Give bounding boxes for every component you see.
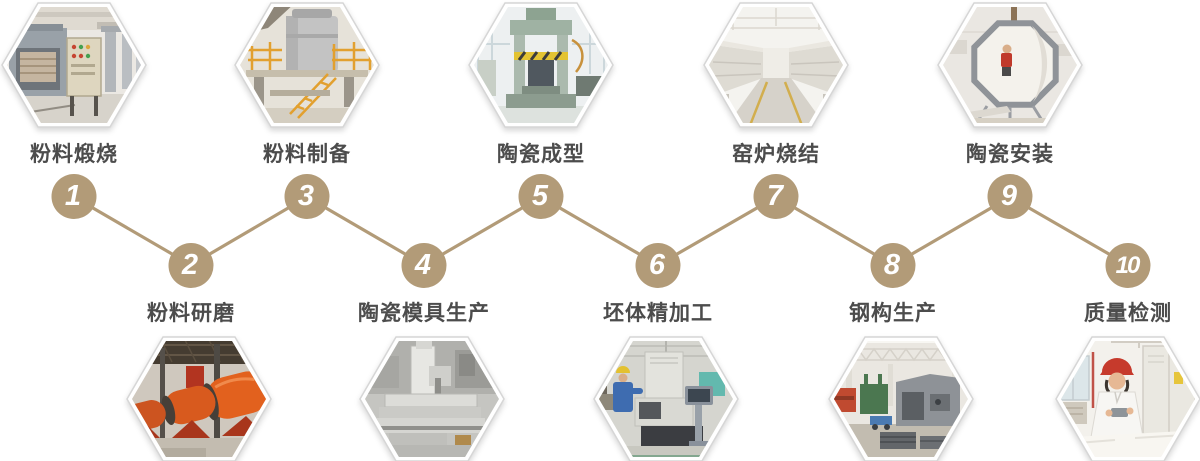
ceramic-installation-photo xyxy=(937,2,1083,128)
step-number-4: 4 xyxy=(401,243,447,288)
blank-finishing-machine-photo xyxy=(593,336,739,461)
step-number-4-text: 4 xyxy=(414,249,432,281)
step-number-5: 5 xyxy=(518,174,564,219)
step-number-8: 8 xyxy=(870,243,916,288)
step-number-2: 2 xyxy=(168,243,214,288)
step-number-9: 9 xyxy=(987,174,1033,219)
inspection-scene xyxy=(1061,341,1195,457)
step-label-1: 粉料煅烧 xyxy=(30,143,118,166)
step-label-8: 钢构生产 xyxy=(849,302,937,325)
grinding-ball-mills-photo xyxy=(126,336,272,461)
step-number-5-text: 5 xyxy=(531,180,549,212)
step-number-8-text: 8 xyxy=(883,249,901,281)
step-number-3: 3 xyxy=(284,174,330,219)
furnace-scene xyxy=(7,7,141,123)
step-label-2: 粉料研磨 xyxy=(147,302,235,325)
finishing-machine-scene xyxy=(599,341,733,457)
step-label-10: 质量检测 xyxy=(1084,302,1172,325)
step-number-9-text: 9 xyxy=(1000,180,1018,212)
step-number-1: 1 xyxy=(51,174,97,219)
kiln-hall-scene xyxy=(709,7,843,123)
step-label-9: 陶瓷安装 xyxy=(966,143,1054,166)
calcination-furnace-photo xyxy=(1,2,147,128)
step-number-2-text: 2 xyxy=(181,249,199,281)
step-label-7: 窑炉烧结 xyxy=(732,143,820,166)
step-number-7-text: 7 xyxy=(766,180,784,212)
step-label-3: 粉料制备 xyxy=(263,143,351,166)
plant-scene xyxy=(240,7,374,123)
step-number-7: 7 xyxy=(753,174,799,219)
press-scene xyxy=(474,7,608,123)
cnc-machine-scene xyxy=(365,341,499,457)
step-label-5: 陶瓷成型 xyxy=(497,143,585,166)
installation-scene xyxy=(943,7,1077,123)
ceramic-mold-cnc-photo xyxy=(359,336,505,461)
steel-structure-workshop-photo xyxy=(828,336,974,461)
ball-mills-scene xyxy=(132,341,266,457)
quality-inspection-photo xyxy=(1055,336,1200,461)
steel-workshop-scene xyxy=(834,341,968,457)
step-number-6-text: 6 xyxy=(648,249,666,281)
kiln-sintering-hall-photo xyxy=(703,2,849,128)
ceramic-forming-press-photo xyxy=(468,2,614,128)
step-label-4: 陶瓷模具生产 xyxy=(358,302,490,325)
step-number-6: 6 xyxy=(635,243,681,288)
step-number-10: 10 xyxy=(1105,243,1151,288)
step-number-10-text: 10 xyxy=(1115,251,1141,279)
step-number-1-text: 1 xyxy=(64,180,82,212)
step-label-6: 坯体精加工 xyxy=(603,302,713,325)
powder-preparation-plant-photo xyxy=(234,2,380,128)
step-number-3-text: 3 xyxy=(297,180,315,212)
